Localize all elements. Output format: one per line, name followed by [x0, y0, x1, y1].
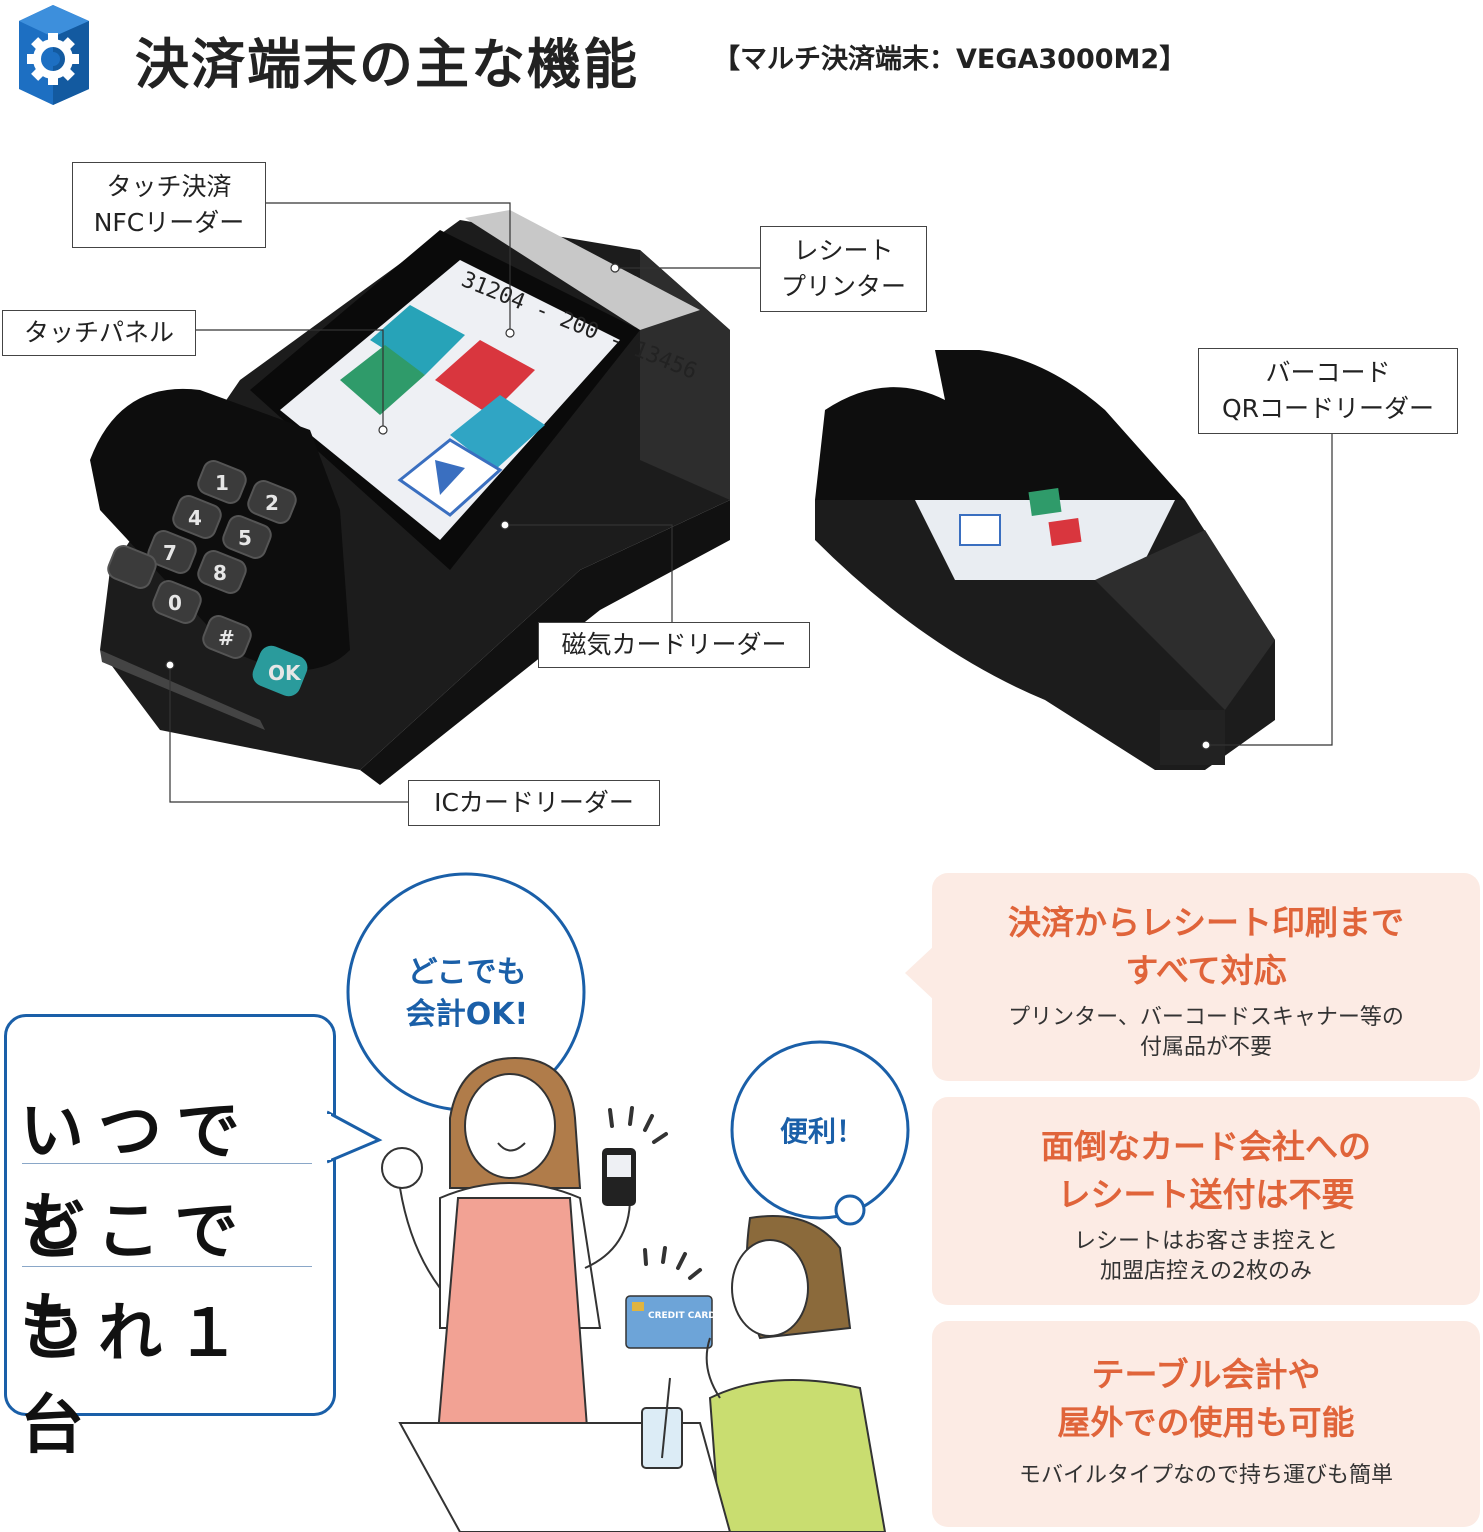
key-8: 8: [213, 561, 227, 585]
tagline-rule-1: [22, 1163, 312, 1164]
illustration-payment-scene: CREDIT CARD: [346, 872, 910, 1532]
staff-bubble-line1: どこでも: [407, 955, 527, 990]
tagline-line2: どこでも: [20, 1195, 253, 1361]
key-hash: #: [218, 626, 235, 650]
feature-card-2: 面倒なカード会社への レシート送付は不要 レシートはお客さま控えと 加盟店控えの…: [932, 1097, 1480, 1305]
card-label: CREDIT CARD: [648, 1311, 716, 1321]
tagline-line3: これ１台: [20, 1297, 254, 1463]
label-barcode-reader: バーコード QRコードリーダー: [1198, 348, 1458, 434]
feature-1-title-line1: 決済からレシート印刷まで: [1008, 903, 1404, 942]
key-4: 4: [188, 506, 202, 530]
label-nfc-line1: タッチ決済: [106, 172, 232, 201]
terminal-rear-image: [815, 350, 1275, 770]
label-printer-line2: プリンター: [780, 272, 906, 301]
label-nfc-line2: NFCリーダー: [93, 208, 245, 237]
model-name: 【マルチ決済端末：VEGA3000M2】: [713, 44, 1187, 75]
leader-lines: [165, 202, 1333, 803]
terminal-front-image: 31204 - 200 - 13456 1 2 4 5 7 8 0 # OK: [90, 210, 730, 785]
key-ok: OK: [268, 661, 302, 685]
label-receipt-printer: レシート プリンター: [760, 226, 927, 312]
label-nfc-reader: タッチ決済 NFCリーダー: [72, 162, 266, 248]
tagline-box: [4, 1014, 336, 1416]
feature-2-desc-line2: 加盟店控えの2枚のみ: [1100, 1259, 1312, 1284]
feature-3-title-line1: テーブル会計や: [1091, 1355, 1321, 1394]
feature-1-desc-line2: 付属品が不要: [1139, 1035, 1272, 1060]
feature-2-title-line2: レシート送付は不要: [1057, 1175, 1355, 1214]
feature-3-desc-line1: モバイルタイプなので持ち運びも簡単: [1018, 1463, 1393, 1488]
label-touch-panel-text: タッチパネル: [23, 318, 174, 347]
feature-3-title-line2: 屋外での使用も可能: [1057, 1403, 1355, 1442]
label-barcode-line2: QRコードリーダー: [1221, 394, 1435, 423]
key-0: 0: [168, 591, 182, 615]
label-ic-text: ICカードリーダー: [434, 788, 634, 817]
key-5: 5: [238, 526, 252, 550]
tagline-rule-2: [22, 1266, 312, 1267]
label-touch-panel: タッチパネル: [2, 310, 196, 356]
key-1: 1: [215, 471, 229, 495]
label-magnetic-text: 磁気カードリーダー: [561, 630, 787, 659]
staff-bubble-text: どこでも 会計OK!: [362, 952, 572, 1036]
key-7: 7: [163, 541, 177, 565]
feature-card-3: テーブル会計や 屋外での使用も可能 モバイルタイプなので持ち運びも簡単: [932, 1321, 1480, 1527]
feature-2-desc-line1: レシートはお客さま控えと: [1073, 1229, 1338, 1254]
page-title: 決済端末の主な機能: [135, 33, 639, 96]
feature-1-desc-line1: プリンター、バーコードスキャナー等の: [1008, 1005, 1404, 1030]
gear-icon: [19, 5, 89, 105]
key-2: 2: [265, 491, 279, 515]
staff-bubble-line2: 会計OK!: [405, 997, 529, 1032]
feature-card-1: 決済からレシート印刷まで すべて対応 プリンター、バーコードスキャナー等の 付属…: [932, 873, 1480, 1081]
tagline-box-pointer: [327, 1110, 383, 1164]
label-magnetic-reader: 磁気カードリーダー: [538, 622, 810, 668]
label-ic-reader: ICカードリーダー: [408, 780, 660, 826]
feature-1-title-line2: すべて対応: [1125, 951, 1287, 990]
feature-pointer: [905, 945, 935, 1001]
label-printer-line1: レシート: [793, 236, 894, 265]
customer-bubble-text: 便利！: [779, 1115, 864, 1148]
feature-2-title-line1: 面倒なカード会社への: [1041, 1127, 1371, 1166]
tagline-line1: いつでも: [20, 1095, 254, 1261]
label-barcode-line1: バーコード: [1265, 358, 1391, 387]
